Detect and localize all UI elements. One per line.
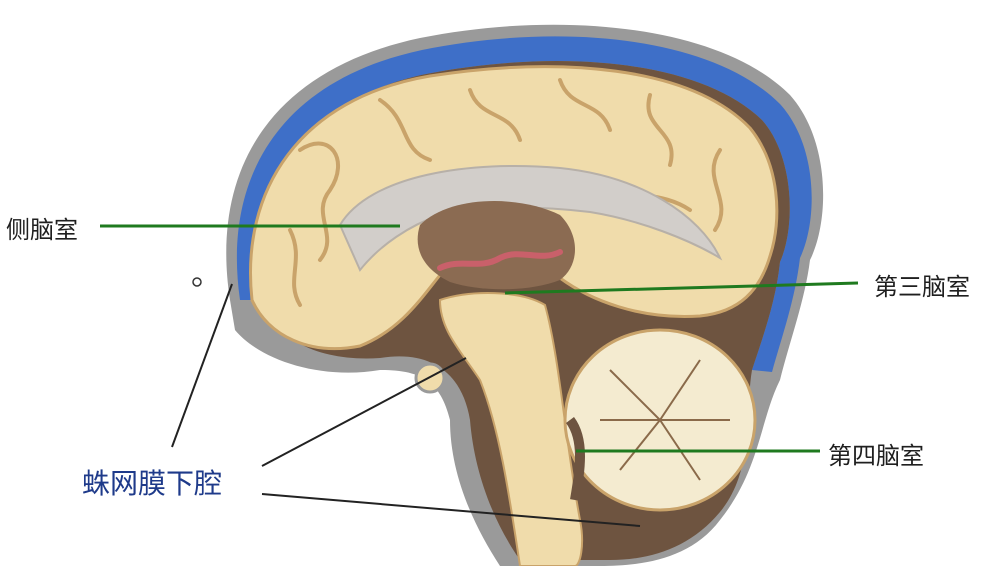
label-subarachnoid-space: 蛛网膜下腔 xyxy=(82,462,222,502)
label-lateral-ventricle: 侧脑室 xyxy=(6,210,78,245)
label-fourth-ventricle: 第四脑室 xyxy=(828,436,924,471)
small-marker-circle xyxy=(193,278,201,286)
label-third-ventricle: 第三脑室 xyxy=(874,267,970,302)
pointer-subarachnoid-1 xyxy=(172,284,232,447)
third-ventricle-region xyxy=(418,201,575,289)
pointer-subarachnoid-2 xyxy=(262,358,466,466)
